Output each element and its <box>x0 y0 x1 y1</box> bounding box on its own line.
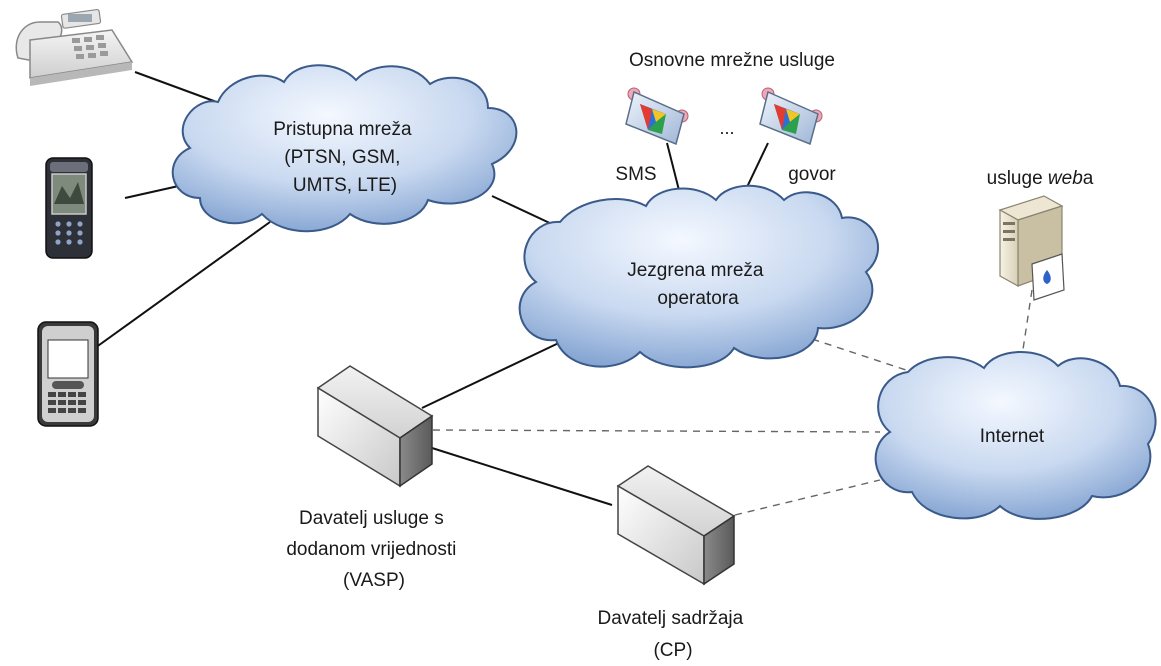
access-network-cloud: Pristupna mreža (PTSN, GSM, UMTS, LTE) <box>171 64 518 233</box>
services-ellipsis: ... <box>719 118 734 138</box>
link-cp-internet <box>734 479 881 516</box>
link-desk-phone-access <box>134 71 223 105</box>
link-web-internet <box>1021 289 1033 357</box>
sms-service-icon <box>625 87 689 146</box>
vasp-line-3: (VASP) <box>343 570 405 591</box>
link-core-vasp <box>421 339 566 409</box>
vasp-line-2: dodanom vrijednosti <box>286 539 456 560</box>
desk-phone-icon <box>15 8 134 86</box>
internet-cloud: Internet <box>874 351 1157 520</box>
access-network-line-3: UMTS, LTE) <box>293 175 397 196</box>
core-network-label: Jezgrena mreža operatora <box>627 260 769 309</box>
access-network-label: Pristupna mreža (PTSN, GSM, UMTS, LTE) <box>273 119 417 196</box>
voice-service-icon <box>759 87 823 146</box>
web-server-icon <box>998 195 1065 301</box>
web-label-suffix: a <box>1083 168 1094 189</box>
feature-phone-icon <box>45 157 93 259</box>
services-title: Osnovne mrežne usluge <box>629 50 835 71</box>
link-core-internet <box>799 334 913 373</box>
cp-server-icon <box>616 465 736 586</box>
web-label-prefix: usluge <box>987 168 1048 189</box>
smartphone-icon <box>37 321 99 427</box>
link-access-core <box>491 195 555 226</box>
link-vasp-cp <box>431 447 613 506</box>
access-network-line-1: Pristupna mreža <box>273 119 412 140</box>
link-vasp-internet <box>432 429 881 433</box>
internet-label: Internet <box>980 426 1045 447</box>
core-network-line-2: operatora <box>657 288 739 309</box>
cp-label: Davatelj sadržaja (CP) <box>597 608 748 661</box>
cp-line-2: (CP) <box>653 640 692 661</box>
sms-label: SMS <box>615 164 656 185</box>
vasp-server-icon <box>316 365 434 488</box>
core-network-cloud: Jezgrena mreža operatora <box>518 184 879 369</box>
core-network-line-1: Jezgrena mreža <box>627 260 764 281</box>
vasp-label: Davatelj usluge s dodanom vrijednosti (V… <box>286 508 461 591</box>
cp-line-1: Davatelj sadržaja <box>597 608 743 629</box>
web-services-label: usluge weba <box>987 168 1094 189</box>
vasp-line-1: Davatelj usluge s <box>299 508 444 529</box>
govor-label: govor <box>788 164 836 185</box>
link-smartphone-access <box>94 221 271 349</box>
access-network-line-2: (PTSN, GSM, <box>284 147 400 168</box>
web-label-em: web <box>1048 168 1083 189</box>
